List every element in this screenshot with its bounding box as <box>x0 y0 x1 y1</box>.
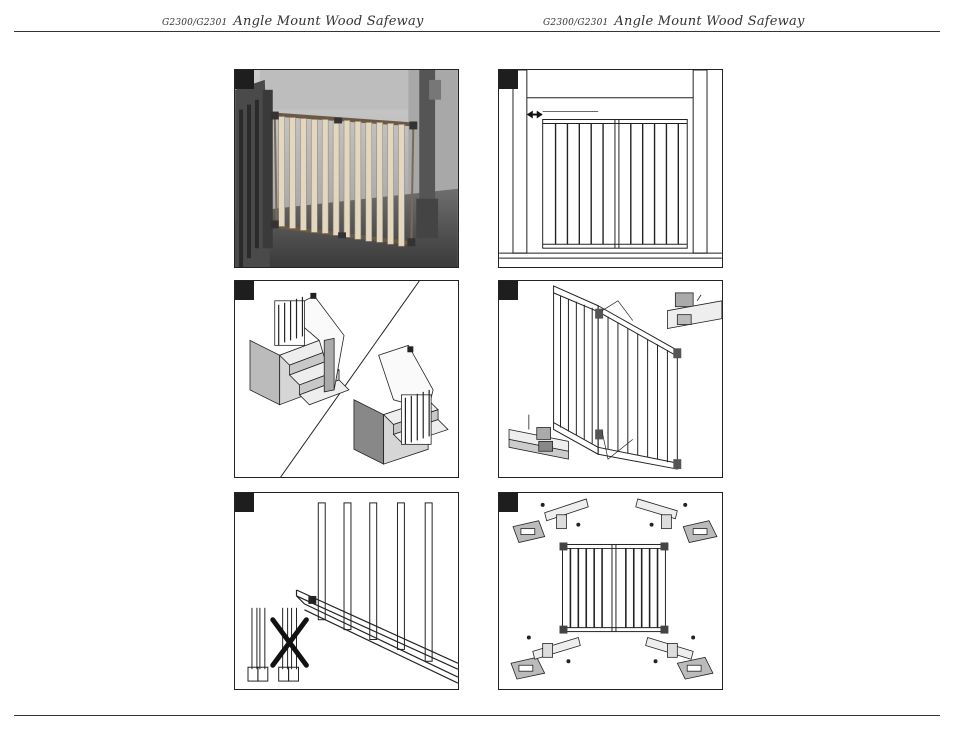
footer-rule <box>14 715 940 716</box>
step-badge <box>235 70 254 89</box>
step-badge <box>499 281 518 300</box>
stair-placement-diagram <box>234 280 459 478</box>
screw-icon <box>499 493 722 689</box>
mounting-bracket-diagram <box>498 492 723 690</box>
model-number: G2300/G2301 <box>162 18 227 28</box>
product-title: Angle Mount Wood Safeway <box>614 14 804 29</box>
stairs-icon <box>235 281 458 477</box>
header-right: G2300/G2301 Angle Mount Wood Safeway <box>543 14 805 29</box>
product-title: Angle Mount Wood Safeway <box>233 14 423 29</box>
step-badge <box>235 493 254 512</box>
baluster-drawing <box>235 493 458 689</box>
gate-photo <box>235 70 458 267</box>
double-arrow-icon <box>527 111 598 119</box>
header-rule <box>14 31 940 32</box>
bracket-icon <box>499 281 722 477</box>
x-mark-icon <box>273 620 307 666</box>
model-number: G2300/G2301 <box>543 18 608 28</box>
photo-installed-gate <box>234 69 459 268</box>
gate-hardware-assembly <box>498 280 723 478</box>
step-badge <box>499 493 518 512</box>
baluster-spacing-diagram <box>234 492 459 690</box>
header-left: G2300/G2301 Angle Mount Wood Safeway <box>162 14 424 29</box>
step-badge <box>235 281 254 300</box>
gate-frame-drawing <box>499 70 722 267</box>
step-badge <box>499 70 518 89</box>
gate-measurement-diagram <box>498 69 723 268</box>
